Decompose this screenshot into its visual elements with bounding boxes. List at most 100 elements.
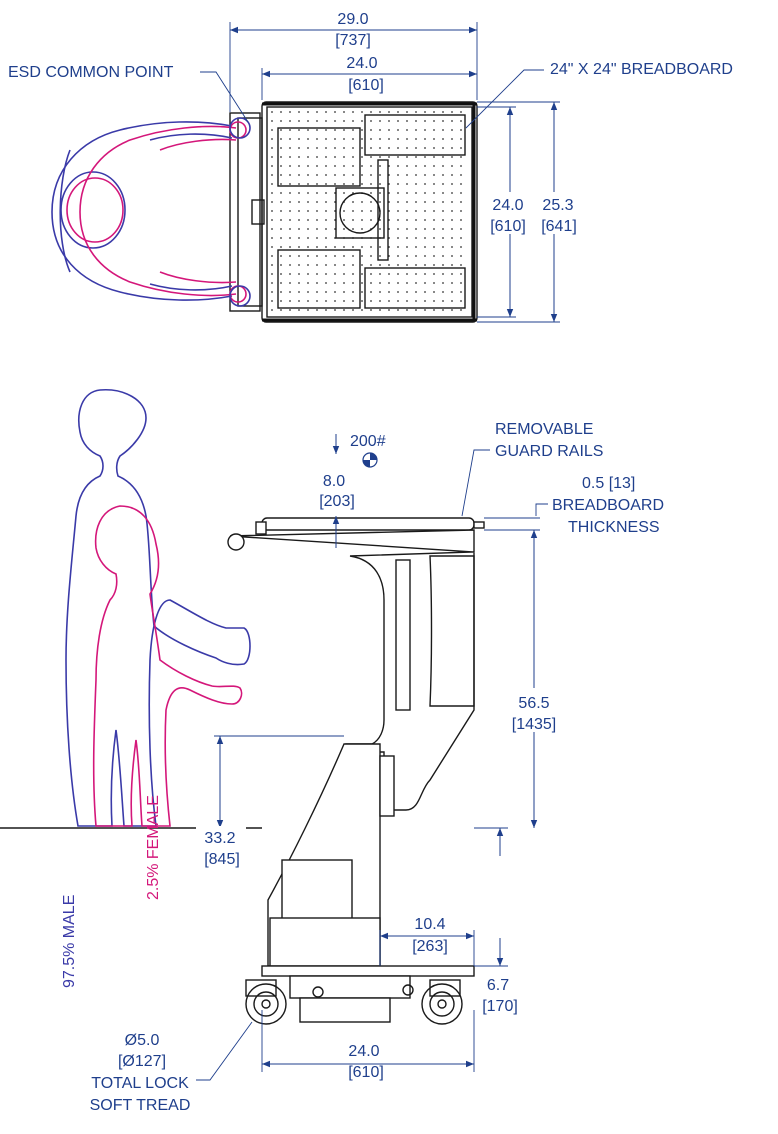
breadboard-hole [307,138,309,140]
breadboard-hole [388,129,390,131]
breadboard-hole [370,183,372,185]
overall-depth-dim: 25.3 [542,197,573,214]
breadboard-hole [316,183,318,185]
breadboard-hole [271,282,273,284]
breadboard-hole [451,129,453,131]
breadboard-hole [424,264,426,266]
male-figure-top-view [51,121,233,301]
breadboard-hole [433,165,435,167]
breadboard-hole [316,147,318,149]
breadboard-hole [361,174,363,176]
breadboard-hole [370,201,372,203]
breadboard-hole [433,210,435,212]
breadboard-hole [460,228,462,230]
breadboard-hole [352,300,354,302]
breadboard-hole [307,237,309,239]
breadboard-hole [397,246,399,248]
breadboard-hole [451,282,453,284]
breadboard-hole [343,228,345,230]
breadboard-hole [460,147,462,149]
breadboard-hole [433,192,435,194]
breadboard-hole [424,246,426,248]
breadboard-hole [388,264,390,266]
breadboard-hole [343,156,345,158]
load-offset-dim: 8.0 [323,473,345,490]
breadboard-hole [460,309,462,311]
board-depth-dim: 24.0 [492,197,523,214]
breadboard-hole [352,129,354,131]
breadboard-top-view [261,101,478,323]
breadboard-hole [325,165,327,167]
breadboard-hole [280,156,282,158]
breadboard-hole [298,120,300,122]
breadboard-hole [415,309,417,311]
breadboard-hole [397,273,399,275]
breadboard-hole [334,138,336,140]
breadboard-hole [406,129,408,131]
breadboard-hole [379,156,381,158]
breadboard-hole [271,300,273,302]
breadboard-hole [379,201,381,203]
breadboard-hole [406,309,408,311]
breadboard-hole [406,111,408,113]
breadboard-hole [442,210,444,212]
breadboard-hole [325,309,327,311]
breadboard-hole [334,120,336,122]
breadboard-hole [361,264,363,266]
breadboard-hole [415,246,417,248]
breadboard-hole [280,282,282,284]
breadboard-hole [280,309,282,311]
base-offset-dim: 10.4 [414,916,445,933]
breadboard-hole [343,282,345,284]
breadboard-hole [325,273,327,275]
breadboard-hole [361,291,363,293]
breadboard-hole [289,120,291,122]
breadboard-hole [325,219,327,221]
breadboard-hole [370,192,372,194]
breadboard-hole [361,228,363,230]
breadboard-hole [298,147,300,149]
breadboard-hole [424,282,426,284]
breadboard-hole [379,228,381,230]
breadboard-hole [460,156,462,158]
breadboard-hole [298,129,300,131]
breadboard-hole [442,120,444,122]
breadboard-hole [361,282,363,284]
breadboard-hole [361,120,363,122]
breadboard-hole [379,309,381,311]
breadboard-hole [280,291,282,293]
breadboard-hole [388,156,390,158]
breadboard-hole [397,210,399,212]
breadboard-hole [271,183,273,185]
side-view: 97.5% MALE 2.5% FEMALE [0,389,664,1114]
breadboard-hole [424,129,426,131]
breadboard-hole [424,309,426,311]
breadboard-hole [370,309,372,311]
breadboard-hole [415,264,417,266]
base-width-dim: 24.0 [348,1043,379,1060]
breadboard-hole [289,282,291,284]
breadboard-hole [352,174,354,176]
breadboard-hole [298,201,300,203]
breadboard-hole [271,210,273,212]
breadboard-hole [397,192,399,194]
breadboard-hole [433,273,435,275]
breadboard-hole [415,156,417,158]
breadboard-hole [316,282,318,284]
breadboard-hole [451,201,453,203]
breadboard-hole [334,129,336,131]
breadboard-hole [334,309,336,311]
breadboard-hole [451,174,453,176]
breadboard-hole [415,111,417,113]
breadboard-hole [424,255,426,257]
breadboard-hole [289,210,291,212]
breadboard-hole [433,291,435,293]
breadboard-hole [442,111,444,113]
caster-label-2: SOFT TREAD [90,1097,191,1114]
breadboard-label: 24" X 24" BREADBOARD [550,61,733,78]
breadboard-hole [397,183,399,185]
breadboard-hole [298,138,300,140]
breadboard-hole [379,255,381,257]
breadboard-hole [406,291,408,293]
breadboard-hole [433,255,435,257]
